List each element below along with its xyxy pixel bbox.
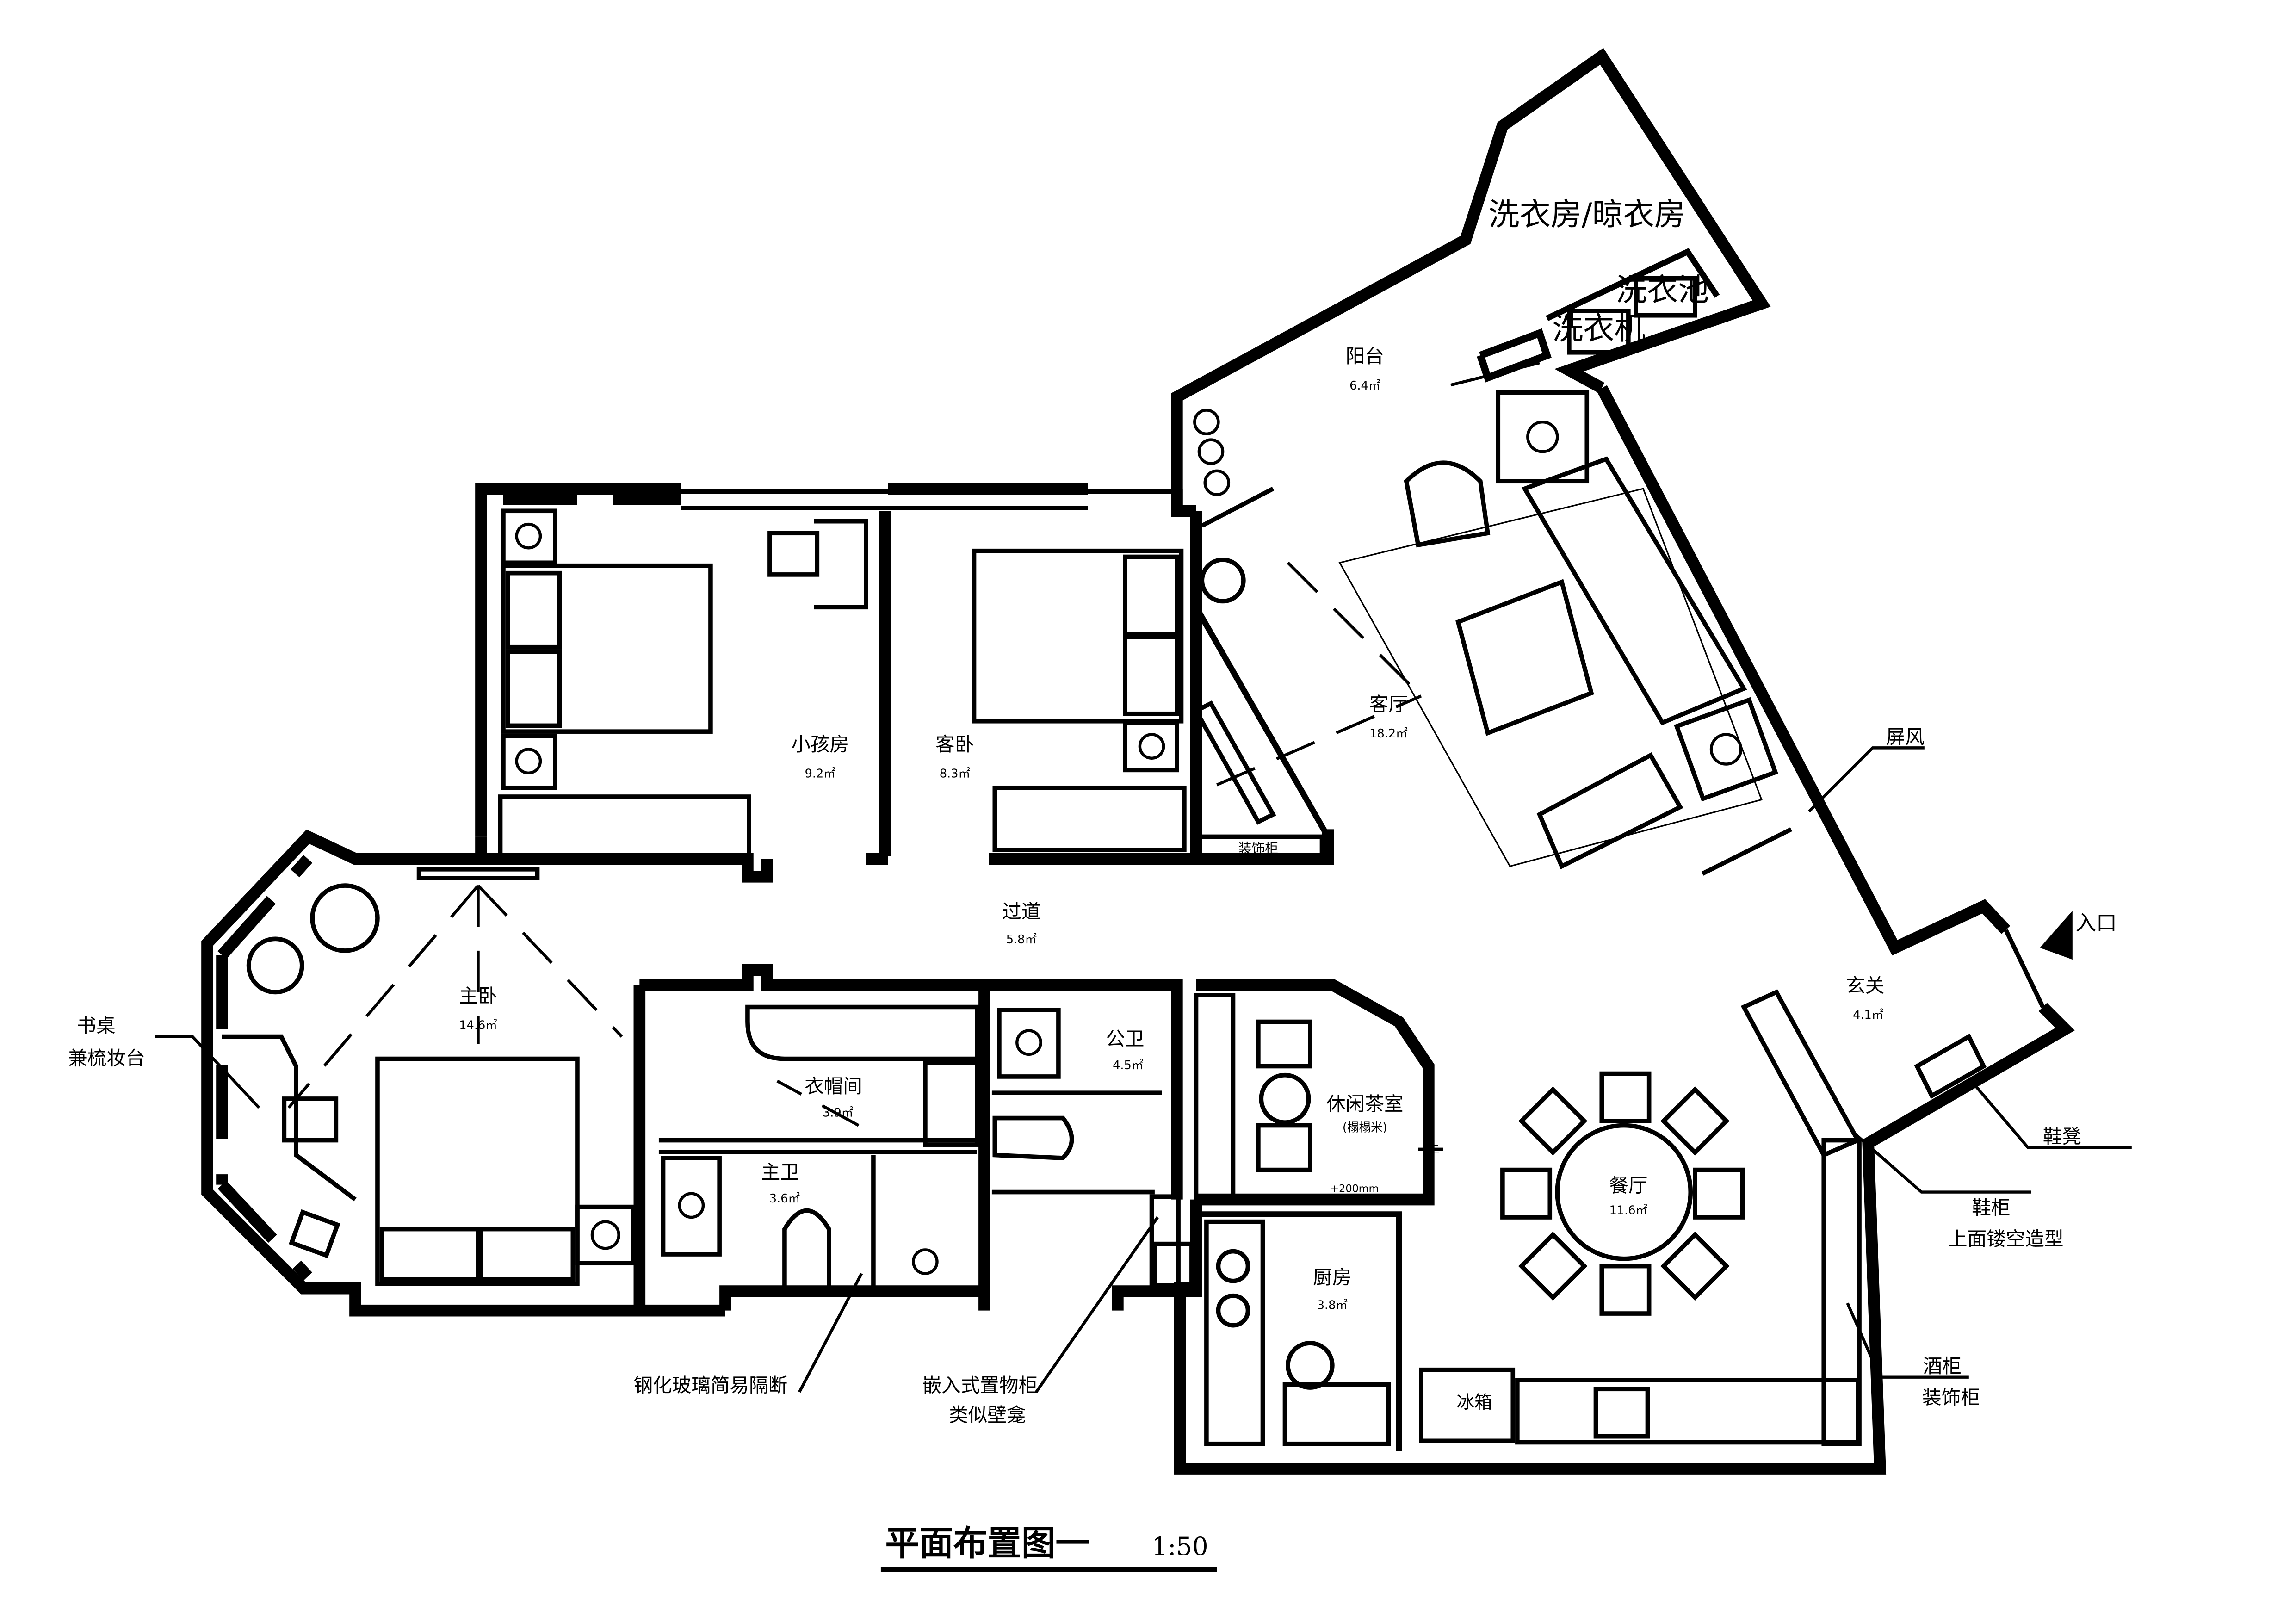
label-balcony: 阳台	[1346, 345, 1384, 367]
area-dining-room: 11.6㎡	[1609, 1204, 1648, 1218]
area-foyer: 4.1㎡	[1853, 1008, 1883, 1022]
annotation-glass-partition: 钢化玻璃简易隔断	[634, 1374, 788, 1397]
label-foyer: 玄关	[1846, 974, 1884, 997]
label-kitchen: 厨房	[1313, 1266, 1351, 1288]
annotation-wine-cabinet-line1: 酒柜	[1923, 1355, 1962, 1377]
area-walk-in-closet: 3.9㎡	[823, 1106, 853, 1120]
annotation-desk-line2: 兼梳妆台	[68, 1047, 145, 1069]
area-guest-room: 8.3㎡	[940, 767, 970, 781]
furniture	[222, 276, 1987, 1446]
area-master-bath: 3.6㎡	[769, 1192, 800, 1206]
label-decor-cabinet: 装饰柜	[1238, 841, 1278, 856]
annotation-niche-line1: 嵌入式置物柜	[922, 1374, 1038, 1397]
area-kitchen: 3.8㎡	[1317, 1298, 1348, 1312]
drawing-title: 平面布置图一	[885, 1524, 1090, 1563]
label-corridor: 过道	[1002, 900, 1040, 923]
annotation-entrance: 入口	[2075, 911, 2117, 935]
label-walk-in-closet: 衣帽间	[805, 1075, 862, 1097]
annotation-niche-line2: 类似壁龛	[949, 1404, 1026, 1426]
walls	[201, 48, 2075, 1475]
annotation-shoe-cabinet-line1: 鞋柜	[1972, 1196, 2010, 1219]
label-tea-room-level: +200mm	[1330, 1183, 1379, 1195]
area-public-bath: 4.5㎡	[1113, 1059, 1143, 1072]
annotation-wine-cabinet-line2: 装饰柜	[1922, 1386, 1980, 1408]
annotations: 屏风 入口 书桌 兼梳妆台 鞋凳 鞋柜 上面镂空造型 酒柜 装饰柜 钢化玻璃简易…	[68, 725, 2117, 1426]
view-lines	[287, 361, 1540, 1127]
room-labels: 洗衣房/晾衣房 洗衣机 洗衣池 阳台 6.4㎡ 客厅 18.2㎡ 小孩房 9.2…	[459, 197, 1884, 1413]
label-public-bath: 公卫	[1106, 1028, 1144, 1050]
label-dining-room: 餐厅	[1609, 1174, 1647, 1197]
label-living-room: 客厅	[1369, 693, 1408, 715]
area-kids-room: 9.2㎡	[805, 767, 835, 781]
label-master-bath: 主卫	[761, 1161, 799, 1183]
annotation-shoe-bench: 鞋凳	[2043, 1125, 2081, 1148]
label-fridge: 冰箱	[1457, 1392, 1492, 1413]
windows	[216, 486, 2045, 1281]
annotation-shoe-cabinet-line2: 上面镂空造型	[1948, 1227, 2064, 1250]
area-corridor: 5.8㎡	[1006, 933, 1037, 947]
label-wash-basin: 洗衣池	[1616, 272, 1709, 308]
leader-lines	[155, 746, 2132, 1393]
annotation-screen: 屏风	[1886, 725, 1925, 748]
area-balcony: 6.4㎡	[1349, 379, 1380, 393]
label-kids-room: 小孩房	[791, 733, 849, 756]
label-step-up: 上	[1426, 1140, 1440, 1155]
label-guest-room: 客卧	[935, 733, 974, 756]
label-tea-room: 休闲茶室	[1326, 1093, 1403, 1115]
area-living-room: 18.2㎡	[1369, 727, 1408, 741]
drawing-title-block: 平面布置图一 1:50	[880, 1524, 1217, 1572]
annotation-desk-line1: 书桌	[77, 1014, 115, 1037]
area-master-bedroom: 14.6㎡	[459, 1019, 497, 1033]
label-laundry: 洗衣房/晾衣房	[1488, 197, 1685, 233]
label-washing-machine: 洗衣机	[1552, 310, 1646, 347]
label-master-bedroom: 主卧	[459, 985, 497, 1007]
drawing-scale: 1:50	[1151, 1532, 1208, 1561]
label-tea-room-tatami: (榻榻米)	[1343, 1121, 1387, 1134]
